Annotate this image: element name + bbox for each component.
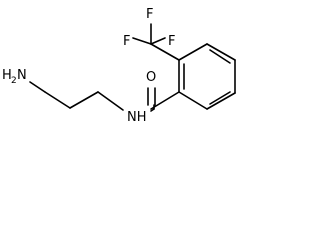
bond-c1-c2 (44, 91, 71, 109)
ring-bond-4 (206, 43, 236, 61)
atom-label-amine-n: N (17, 68, 27, 83)
bond-c3-nh (97, 91, 124, 111)
bond-c-f-left (132, 37, 152, 45)
ring-inner-3 (209, 49, 231, 64)
bond-nh2-c1 (29, 81, 46, 93)
bond-c-f-right (150, 37, 166, 45)
ring-bond-2 (206, 92, 236, 110)
atom-label-fluorine-right: F (168, 34, 175, 49)
atom-label-fluorine-left: F (123, 34, 130, 49)
atom-label-amide-nh: NH (127, 110, 147, 125)
molecule-drawing: H 2 N NH O F F F (2, 7, 236, 125)
ring-bond-5 (178, 43, 208, 61)
ring-inner-2 (209, 91, 231, 105)
bond-c2-c3 (69, 91, 99, 109)
bond-carbonyl-ring (150, 91, 180, 110)
ring-bond-1 (178, 91, 208, 110)
structure-canvas: H 2 N NH O F F F (2, 7, 236, 125)
atom-label-fluorine-top: F (146, 7, 153, 22)
atom-label-amine-sub: 2 (11, 76, 17, 86)
atom-label-amine-h: H (2, 68, 12, 83)
atom-label-oxygen: O (146, 70, 156, 85)
bond-ring-cf3 (150, 43, 180, 61)
